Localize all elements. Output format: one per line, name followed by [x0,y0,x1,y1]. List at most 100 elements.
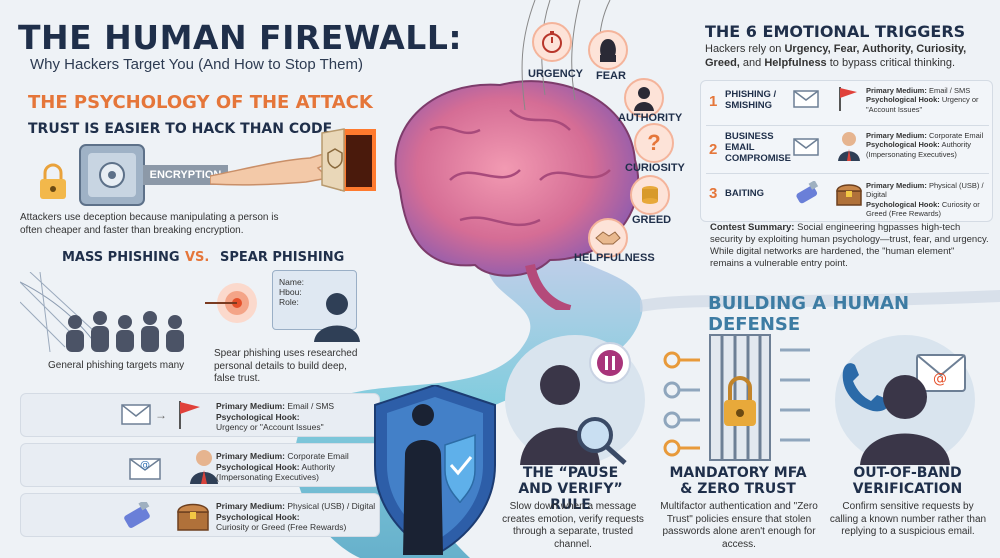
row-divider [706,173,989,174]
handshake-icon [588,218,628,258]
card3-hook-label: Psychological Hook: [216,511,300,522]
trigger-greed [630,175,670,215]
svg-text:@: @ [140,460,150,471]
emotional-heading: THE 6 EMOTIONAL TRIGGERS [705,22,966,41]
id-card-hbou: Hbou: [279,287,302,297]
defense-1-title: THE “PAUSE AND VERIFY” RULE [518,465,623,514]
trigger-authority-label: AUTHORITY [618,112,683,124]
row3-medium: Physical (USB) / Digital [866,181,984,200]
safe-icon [78,143,146,216]
card1-medium-label: Primary Medium: [216,401,285,411]
page-title: THE HUMAN FIREWALL: [18,18,463,57]
defense-1-desc: Slow down when a message creates emotion… [502,501,644,550]
envelope-icon [121,402,151,431]
defense-heading: BUILDING A HUMAN DEFENSE [708,293,910,335]
row2-executive-icon [837,131,861,166]
trigger-fear-label: FEAR [596,70,626,82]
trigger-greed-label: GREED [632,214,672,226]
trigger-helpfulness [588,218,628,258]
row2-medium: Corporate Email [928,131,984,140]
row2-hook: Authority (Impersonating Executives) [866,140,972,159]
emotional-desc-bold: Urgency, Fear, Authority, Curiosity, Gre… [705,43,967,69]
id-card-name: Name: [279,277,305,287]
email-icon: @ [129,454,161,485]
vs-label: VS. [185,250,210,265]
row2-hook-label: Psychological Hook: [866,140,940,150]
row2-envelope-icon [793,137,819,162]
defense-2-desc: Multifactor authentication and "Zero Tru… [660,501,818,550]
row3-chest-icon [835,181,863,212]
stopwatch-icon [532,22,572,62]
arrow-icon: → [155,408,167,422]
row2-medium-label: Primary Medium: [866,131,927,140]
card2-hook: Authority (Impersonating Executives) [216,461,336,483]
card2-medium: Corporate Email [287,451,349,461]
padlock-icon [38,163,68,206]
trigger-authority [624,78,664,118]
defense-3-title: OUT-OF-BAND VERIFICATION [852,465,963,498]
spear-phishing-description: Spear phishing uses researched personal … [214,348,358,384]
card3-medium-label: Primary Medium: [216,501,285,511]
card1-medium: Email / SMS [287,401,335,411]
out-of-band-illustration: @ [835,335,975,465]
row3-hook: Curiosity or Greed (Free Rewards) [866,199,980,219]
card1-hook: Urgency or "Account Issues" [216,422,324,433]
keys-icon [663,351,700,457]
left-card-2: @ Primary Medium: Corporate Email Psycho… [20,443,380,487]
defense-3-desc: Confirm sensitive requests by calling a … [829,501,987,537]
row1-envelope-icon [793,89,819,114]
page-subtitle: Why Hackers Target You (And How to Stop … [30,56,363,73]
svg-text:@: @ [933,371,947,387]
authority-figure-icon [624,78,664,118]
encryption-banner: ENCRYPTION [143,165,228,185]
pause-verify-illustration [505,335,645,465]
emotional-description: Hackers rely on Urgency, Fear, Authority… [705,43,990,71]
trigger-urgency [532,22,572,62]
defense-2-title: MANDATORY MFA & ZERO TRUST [669,465,807,498]
summary-text: Social engineering hgpasses high-tech se… [710,222,989,269]
mass-phishing-label: MASS PHISHING [62,250,180,265]
spear-phishing-label: SPEAR PHISHING [220,250,345,265]
trigger-helpfulness-label: HELPFULNESS [574,252,655,264]
row-divider [706,125,989,126]
trigger-curiosity-label: CURIOSITY [625,162,685,174]
trigger-fear [588,30,628,70]
card2-hook-label: Psychological Hook: [216,461,300,472]
emotional-desc-bold2: Helpfulness [764,56,827,69]
coins-icon [630,175,670,215]
row1-flag-icon [837,86,859,117]
left-card-1: → Primary Medium: Email / SMS Psychologi… [20,393,380,437]
emotional-desc-prefix: Hackers rely on [705,43,785,55]
emotional-desc-suffix: to bypass critical thinking. [826,56,956,69]
fishing-lines [521,0,611,111]
mfa-lock-illustration [660,330,820,470]
id-card-role: Role: [279,297,299,307]
question-mark-icon: ? [634,123,674,163]
row3-medium-label: Primary Medium: [866,181,927,190]
psychology-description: Attackers use deception because manipula… [20,212,279,236]
psychology-heading: THE PSYCHOLOGY OF THE ATTACK [28,92,373,113]
card1-hook-label: Psychological Hook: [216,411,300,422]
person-icon [312,290,362,347]
contest-summary: Contest Summary: Social engineering hgpa… [710,222,990,270]
treasure-chest-icon [176,500,210,537]
row3-name: BAITING [725,188,765,199]
target-arrow-icon [205,278,275,333]
row1-hook: Urgency or "Account Issues" [866,95,979,114]
row1-medium: Email / SMS [928,86,971,95]
left-card-3: Primary Medium: Physical (USB) / Digital… [20,493,380,537]
summary-label: Contest Summary: [710,222,795,233]
flag-icon [176,399,202,436]
psychology-subheading: TRUST IS EASIER TO HACK THAN CODE [28,121,333,137]
mass-phishing-description: General phishing targets many [48,360,185,371]
emotional-desc-mid: and [739,56,765,69]
trigger-urgency-label: URGENCY [528,68,584,80]
row1-number: 1 [709,93,718,110]
row2-name: BUSINESS EMAIL COMPROMISE [725,131,791,164]
row3-number: 3 [709,185,718,202]
card3-medium: Physical (USB) / Digital [287,501,376,511]
row3-hook-label: Psychological Hook: [866,199,940,209]
shield-person-illustration [365,383,505,558]
card2-medium-label: Primary Medium: [216,451,285,461]
phishing-net-crowd-icon [19,271,195,359]
